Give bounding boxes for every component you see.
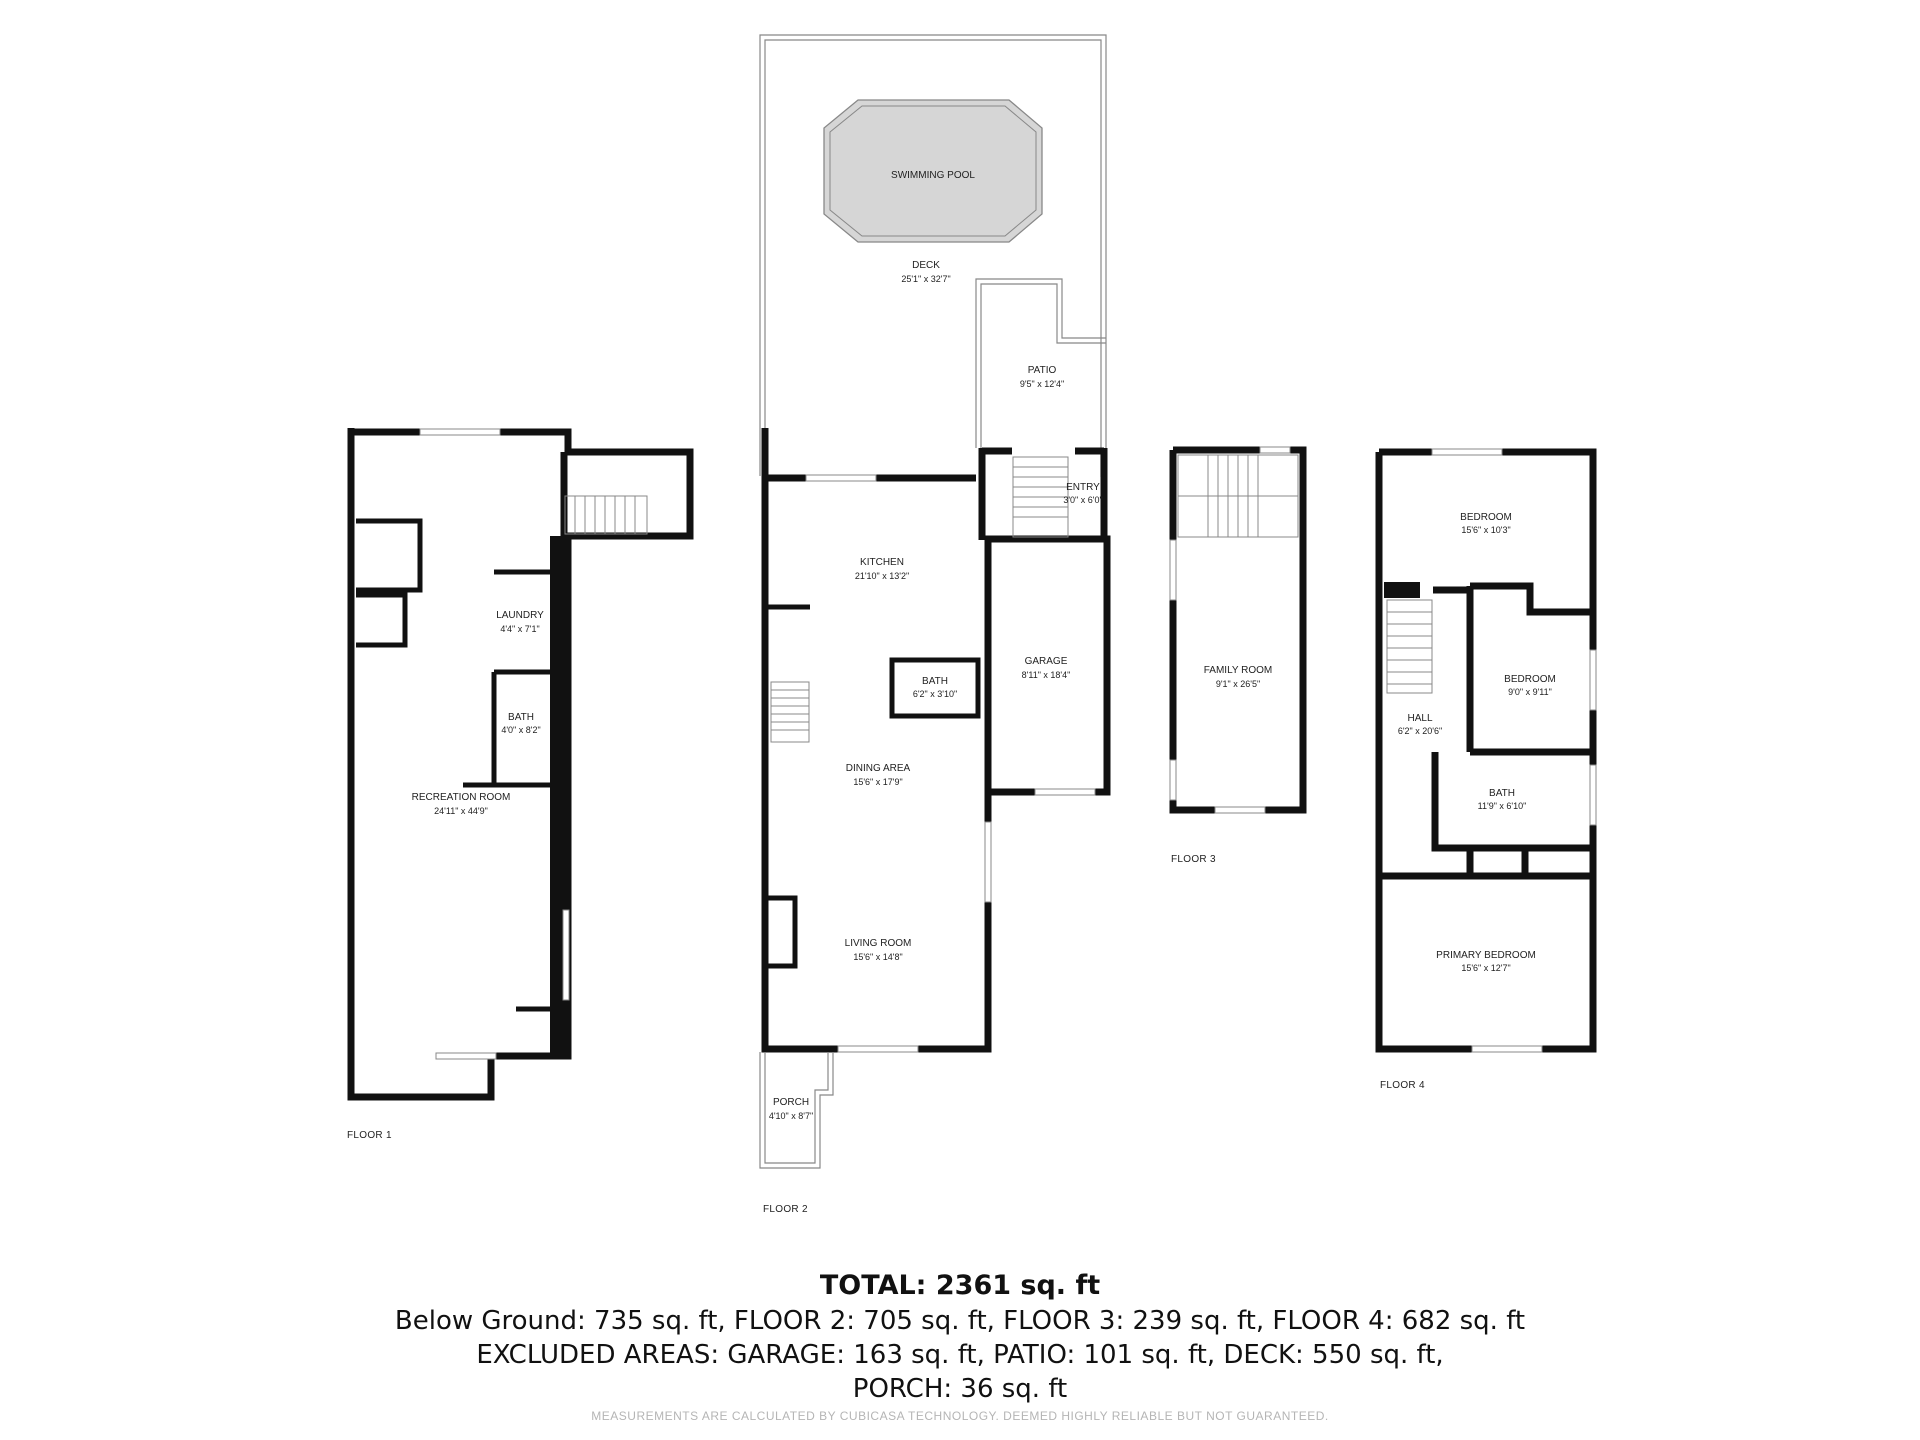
floor-4-walls — [1375, 448, 1597, 1053]
floor-1-plan: LAUNDRY 4'4" x 7'1" BATH 4'0" x 8'2" REC… — [347, 428, 694, 1141]
room-label-bath-floor-4: BATH — [1489, 788, 1515, 799]
room-label-kitchen: KITCHEN — [860, 557, 904, 568]
room-label-bath-floor-1: BATH — [508, 712, 534, 723]
excluded-areas-line: EXCLUDED AREAS: GARAGE: 163 sq. ft, PATI… — [476, 1340, 1444, 1370]
room-label-living-room: LIVING ROOM — [845, 938, 912, 949]
room-label-bedroom-top: BEDROOM — [1460, 512, 1512, 523]
floor-2-interior — [768, 604, 981, 969]
room-label-entry: ENTRY — [1066, 482, 1100, 493]
disclaimer: MEASUREMENTS ARE CALCULATED BY CUBICASA … — [591, 1409, 1329, 1423]
floor-1-interior — [356, 518, 550, 1012]
room-label-hall: HALL — [1407, 713, 1432, 724]
floor-1-stairs — [564, 495, 648, 535]
room-dim-bath-floor-1: 4'0" x 8'2" — [501, 725, 540, 735]
floor-label-3: FLOOR 3 — [1171, 854, 1216, 865]
floor-4-plan: BEDROOM 15'6" x 10'3" BEDROOM 9'0" x 9'1… — [1375, 448, 1597, 1091]
room-label-porch: PORCH — [773, 1097, 809, 1108]
floor-plan: SWIMMING POOL DECK 25'1" x 32'7" PATIO 9… — [347, 34, 1597, 1215]
room-dim-bedroom-top: 15'6" x 10'3" — [1461, 525, 1510, 535]
floor-3-plan: FAMILY ROOM 9'1" x 26'5" FLOOR 3 — [1169, 446, 1307, 865]
room-label-deck: DECK — [912, 260, 940, 271]
floor-2-windows — [805, 474, 1096, 1053]
floor-4-stairs — [1386, 599, 1433, 694]
swimming-pool — [823, 99, 1043, 243]
room-label-laundry: LAUNDRY — [496, 610, 544, 621]
total-area: TOTAL: 2361 sq. ft — [819, 1270, 1101, 1301]
room-dim-bath-floor-4: 11'9" x 6'10" — [1478, 801, 1527, 811]
floor-2-walls — [761, 428, 1111, 1053]
porch-outline — [759, 1052, 834, 1169]
room-dim-entry: 3'0" x 6'0" — [1063, 495, 1102, 505]
room-label-dining-area: DINING AREA — [846, 763, 911, 774]
room-label-recreation-room: RECREATION ROOM — [412, 792, 511, 803]
room-label-bath-floor-2: BATH — [922, 676, 948, 687]
floor-label-2: FLOOR 2 — [763, 1204, 808, 1215]
porch-area-line: PORCH: 36 sq. ft — [852, 1374, 1068, 1404]
room-dim-family-room: 9'1" x 26'5" — [1216, 679, 1260, 689]
deck-outline — [759, 34, 1107, 477]
room-label-bedroom-mid: BEDROOM — [1504, 674, 1556, 685]
room-dim-primary-bedroom: 15'6" x 12'7" — [1461, 963, 1510, 973]
floor-2-plan: SWIMMING POOL DECK 25'1" x 32'7" PATIO 9… — [759, 34, 1111, 1215]
floor-label-1: FLOOR 1 — [347, 1130, 392, 1141]
room-label-patio: PATIO — [1028, 365, 1057, 376]
room-dim-patio: 9'5" x 12'4" — [1020, 379, 1064, 389]
area-summary: TOTAL: 2361 sq. ft Below Ground: 735 sq.… — [0, 1268, 1920, 1424]
room-dim-dining-area: 15'6" x 17'9" — [853, 777, 902, 787]
floor-1-walls — [347, 428, 694, 1101]
room-dim-garage: 8'11" x 18'4" — [1022, 670, 1071, 680]
room-dim-recreation-room: 24'11" x 44'9" — [434, 806, 488, 816]
room-dim-living-room: 15'6" x 14'8" — [853, 952, 902, 962]
room-dim-bath-floor-2: 6'2" x 3'10" — [913, 689, 957, 699]
floor-label-4: FLOOR 4 — [1380, 1080, 1425, 1091]
floor-3-windows — [1169, 446, 1291, 814]
room-label-garage: GARAGE — [1025, 656, 1068, 667]
room-dim-deck: 25'1" x 32'7" — [901, 274, 950, 284]
room-dim-kitchen: 21'10" x 13'2" — [855, 571, 909, 581]
room-dim-laundry: 4'4" x 7'1" — [500, 624, 539, 634]
room-label-family-room: FAMILY ROOM — [1204, 665, 1273, 676]
floor-1-windows — [419, 428, 570, 1060]
room-dim-porch: 4'10" x 8'7" — [769, 1111, 813, 1121]
patio-outline — [975, 278, 1106, 448]
floor-4-windows — [1431, 448, 1597, 1053]
floor-3-stairs — [1177, 454, 1299, 538]
room-dim-hall: 6'2" x 20'6" — [1398, 726, 1442, 736]
room-label-swimming-pool: SWIMMING POOL — [891, 170, 975, 181]
floor-areas-line: Below Ground: 735 sq. ft, FLOOR 2: 705 s… — [394, 1306, 1526, 1336]
floor-4-wall-block — [1384, 582, 1420, 598]
room-label-primary-bedroom: PRIMARY BEDROOM — [1436, 950, 1536, 961]
floor-2-stairs — [770, 456, 1069, 743]
room-dim-bedroom-mid: 9'0" x 9'11" — [1508, 687, 1552, 697]
